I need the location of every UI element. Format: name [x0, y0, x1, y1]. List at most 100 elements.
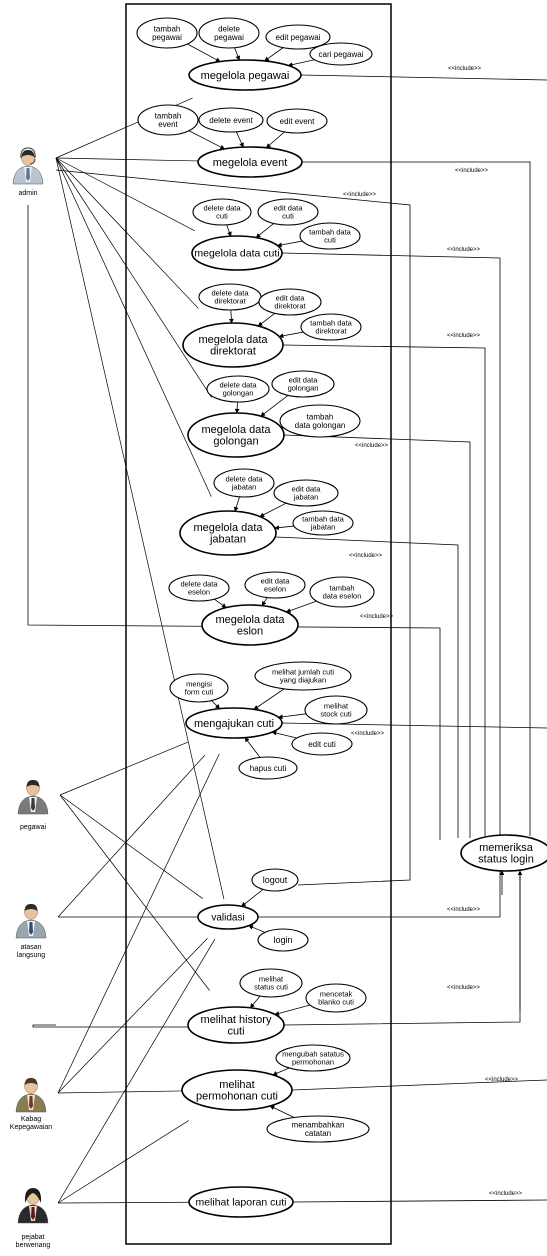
usecase-delete-event[interactable]: delete event [198, 107, 264, 133]
actor-name: Kabag [21, 1116, 41, 1123]
usecase-label: megelola data [198, 334, 268, 346]
usecase-validasi[interactable]: validasi [197, 904, 259, 930]
usecase-ellipse [201, 604, 299, 646]
usecase-label: tambah data [302, 515, 345, 524]
usecase-login[interactable]: login [257, 928, 309, 952]
usecase-megelola-event[interactable]: megelola event [197, 146, 303, 178]
usecase-label: melihat [259, 975, 284, 984]
usecase-label: mencetak [320, 990, 353, 999]
usecase-ellipse [187, 412, 285, 458]
usecase-edit-event[interactable]: edit event [266, 108, 328, 134]
usecase-label: yang diajukan [280, 676, 326, 685]
sub-usecase-arrow [265, 131, 285, 149]
usecase-label: eselon [264, 585, 286, 594]
usecase-label: golongan [288, 384, 319, 393]
association-kabag-validasi [57, 937, 208, 1094]
usecase-label: melihat [219, 1079, 254, 1091]
sub-usecase-arrow [277, 713, 307, 720]
include-label: <<include>> [349, 553, 383, 559]
include-label: <<include>> [455, 168, 489, 174]
usecase-label: direktorat [210, 346, 256, 358]
include-label: <<include>> [489, 1191, 523, 1197]
usecase-cari-pegawai[interactable]: cari pegawai [309, 42, 373, 66]
usecase-label: direktorat [274, 302, 306, 311]
usecase-label: pegawai [214, 33, 244, 42]
usecase-label: pegawai [152, 33, 182, 42]
sub-usecase-arrow [278, 331, 304, 339]
usecase-ellipse [300, 313, 362, 341]
usecase-ellipse [168, 574, 230, 602]
sub-usecase-arrow [272, 1067, 290, 1076]
include-label: <<include>> [447, 985, 481, 991]
usecase-label: permohonan cuti [196, 1091, 278, 1103]
usecase-melihat-laporan-cuti[interactable]: melihat laporan cuti [188, 1186, 294, 1218]
usecase-ellipse [251, 868, 299, 892]
usecase-ellipse [460, 834, 547, 872]
usecase-edit-pegawai[interactable]: edit pegawai [265, 24, 331, 50]
association-kabag-melihat_permohonan_cuti [57, 1090, 182, 1094]
actor-admin: admin [12, 147, 44, 197]
usecase-ellipse [188, 59, 302, 91]
include-label: <<include>> [485, 1077, 519, 1083]
usecase-logout[interactable]: logout [251, 868, 299, 892]
usecase-label: form cuti [185, 688, 214, 697]
usecase-megelola-pegawai[interactable]: megelola pegawai [188, 59, 302, 91]
usecase-edit-cuti[interactable]: edit cuti [291, 732, 353, 756]
usecase-ellipse [291, 732, 353, 756]
usecase-ellipse [187, 1006, 285, 1044]
include-connector [281, 722, 547, 729]
usecase-megelola-data-cuti[interactable]: megelola data cuti [191, 235, 283, 271]
usecase-mengajukan-cuti[interactable]: mengajukan cuti [185, 707, 283, 739]
association-pegawai-validasi [59, 794, 203, 899]
usecase-ellipse [179, 510, 277, 556]
include-connector [292, 1199, 547, 1203]
usecase-ellipse [309, 576, 375, 608]
sub-usecase-arrow [228, 309, 234, 324]
usecase-label: tambah [154, 25, 181, 34]
sub-usecase-arrow [264, 47, 284, 62]
usecase-hapus-cuti[interactable]: hapus cuti [238, 756, 298, 780]
usecase-ellipse [182, 322, 284, 368]
usecase-ellipse [188, 1186, 294, 1218]
usecase-label: jabatan [209, 534, 246, 546]
sub-usecase-arrow [249, 995, 261, 1009]
association-admin-megelola_data_cuti [55, 157, 195, 232]
usecase-ellipse [265, 24, 331, 50]
usecase-label: megelola event [213, 157, 288, 169]
usecase-label: menambahkan [292, 1121, 345, 1130]
actor-name: Kepegawaian [10, 1124, 53, 1131]
